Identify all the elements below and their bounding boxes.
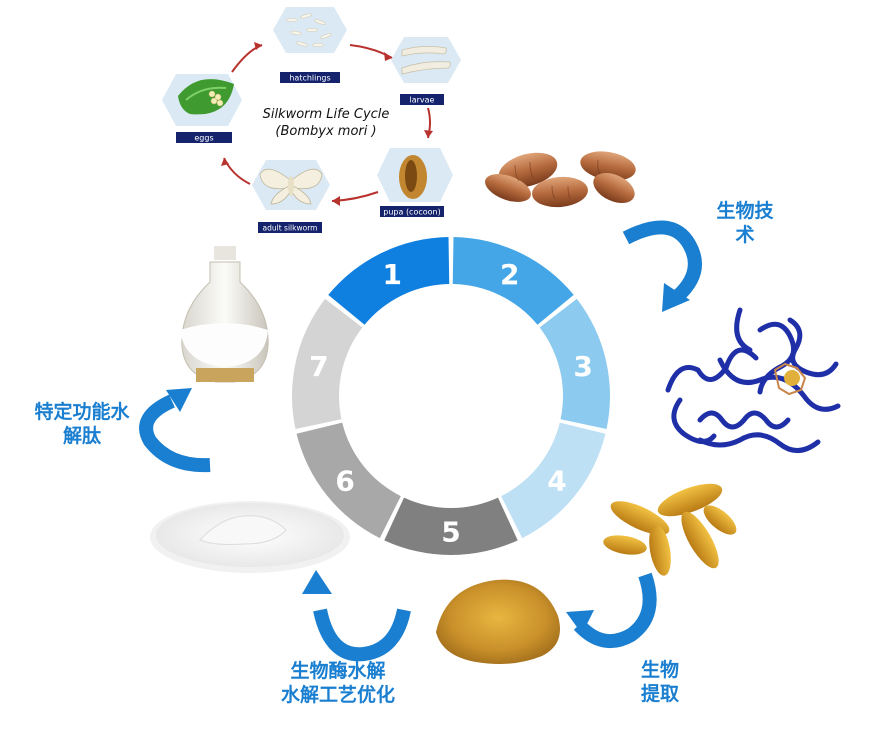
label-biotech-line1: 生物技 [716,200,774,222]
label-enzyme-line1: 生物酶水解 [290,660,386,682]
label-biotech: 生物技 术 [700,199,790,247]
hatchlings-stage: hatchlings [273,7,347,83]
brown-powder-image [436,579,560,664]
arrow-extract [573,572,657,649]
protein-ligand [773,362,807,396]
yellow-pupae-image [603,483,737,576]
ring-segment-3 [539,298,610,429]
label-enzyme: 生物酶水解 水解工艺优化 [268,659,408,707]
ring-segment-2 [452,237,574,325]
silkworm-life-cycle: hatchlings larvae pupa (cocoon) [162,7,461,233]
label-peptide-line2: 解肽 [62,425,101,447]
flask-image [180,246,269,383]
ring-number-1: 1 [382,258,401,291]
ring-number-5: 5 [441,516,460,549]
larvae-stage: larvae [391,37,461,105]
label-extract: 生物 提取 [630,658,690,706]
ring-segment-5 [384,497,518,555]
process-ring: 1 2 3 4 5 6 7 [292,237,610,555]
arrow-enzyme [313,608,411,662]
process-arrows [139,220,702,662]
eggs-stage: eggs [162,74,242,143]
process-arrowheads [166,283,690,634]
arrow-peptide [139,394,211,473]
label-biotech-line2: 术 [735,224,755,246]
protein-structure-image [665,307,841,453]
pupa-stage: pupa (cocoon) [377,148,453,217]
adult-tag: adult silkworm [263,224,318,233]
ring-number-2: 2 [500,258,519,291]
ring-segment-6 [296,422,401,539]
arrow-biotech [622,220,702,302]
white-powder-image [150,501,350,573]
eggs-tag: eggs [194,134,213,143]
ring-segment-4 [501,422,606,539]
label-enzyme-line2: 水解工艺优化 [280,684,395,706]
silkworm-pupae-image [485,151,636,208]
label-peptide-line1: 特定功能水 [34,401,130,423]
label-peptide: 特定功能水 解肽 [22,400,142,448]
ring-number-4: 4 [547,464,566,497]
label-extract-line2: 提取 [640,683,679,705]
life-cycle-subtitle: (Bombyx mori ) [275,124,376,139]
cycle-arrowheads [221,42,433,206]
ring-number-7: 7 [309,350,328,383]
pupa-tag: pupa (cocoon) [383,208,440,217]
label-extract-line1: 生物 [640,659,679,681]
life-cycle-title: Silkworm Life Cycle [263,107,390,122]
ring-number-3: 3 [573,350,592,383]
ring-number-6: 6 [335,464,354,497]
larvae-tag: larvae [410,96,435,105]
ring-segment-7 [292,298,363,429]
adult-stage: adult silkworm [252,160,330,233]
hatchlings-tag: hatchlings [289,74,330,83]
ring-segment-1 [328,237,450,325]
